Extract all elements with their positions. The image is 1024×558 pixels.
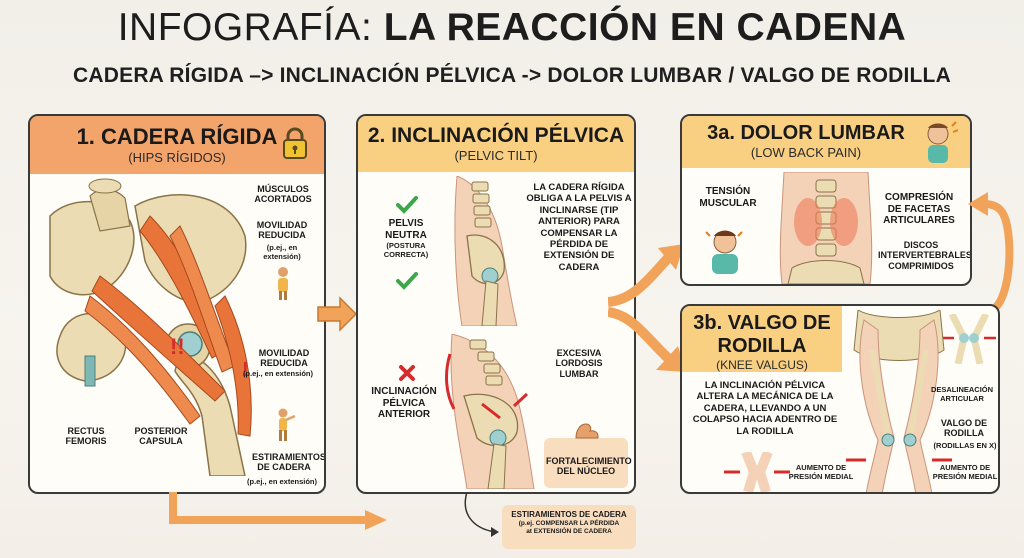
bottom-arrow-icon [169,492,387,530]
stretch-person-icon [278,408,296,441]
panel3b-title-line2: RODILLA [717,335,807,357]
title-main: LA REACCIÓN EN CADENA [383,6,907,49]
label-musculos-acortados: MÚSCULOS ACORTADOS [254,184,312,205]
pain-person-icon [927,121,958,163]
cross-icon [399,365,415,381]
label-aumento-presion-2: AUMENTO DE PRESIÓN MEDIAL [932,463,998,481]
label-pelvis-neutra: PELVIS NEUTRA [385,218,427,241]
label-posterior-capsula: POSTERIOR CAPSULA [134,426,188,447]
label-movilidad-reducida-1-sub: (p.ej., en extensión) [263,243,301,261]
panel-cadera-rigida: 1. CADERA RÍGIDA (HIPS RÍGIDOS) !! ! MÚS… [28,114,326,494]
label-tension-muscular: TENSIÓN MUSCULAR [699,186,757,209]
label-movilidad-reducida-2-sub: (p.ej., en extensión) [242,369,313,378]
svg-text:!: ! [242,359,249,381]
label-pelvis-neutra-sub: (POSTURA CORRECTA) [383,241,429,259]
label-fortalecimiento-nucleo: FORTALECIMIENTO DEL NÚCLEO [546,456,632,477]
label-excesiva-lordosis: EXCESIVA LORDOSIS LUMBAR [555,348,603,379]
check-icon [396,272,418,290]
label-movilidad-reducida-2: MOVILIDAD REDUCIDA [258,348,310,369]
label-desalineacion: DESALINEACIÓN ARTICULAR [930,385,994,403]
check-icon [396,196,418,214]
tilted-pelvis-illustration [445,334,535,489]
arrow-right-icon [317,296,358,332]
label-rectus-femoris: RECTUS FEMORIS [65,426,107,447]
panel-dolor-lumbar: 3a. DOLOR LUMBAR (LOW BACK PAIN) TENSIÓN… [680,114,972,286]
neutral-pelvis-illustration [454,176,518,326]
panel2-title: 2. INCLINACIÓN PÉLVICA [367,124,625,147]
knees-icon [942,314,996,364]
panel-valgo-rodilla: 3b. VALGO DE RODILLA (KNEE VALGUS) LA IN… [680,304,1000,494]
panel2-subtitle: (PELVIC TILT) [454,148,538,163]
legs-valgus-illustration [846,310,952,492]
connector-line-icon [464,492,499,537]
label-discos-comprimidos: DISCOS INTERVERTEBRALES COMPRIMIDOS [878,240,972,271]
page-title: INFOGRAFÍA: LA REACCIÓN EN CADENA [0,6,1024,50]
panel1-subtitle: (HIPS RÍGIDOS) [128,150,226,165]
panel3b-subtitle: (KNEE VALGUS) [716,358,808,372]
label-estiramientos-cadera-sub: (p.ej., en extensión) [246,477,317,486]
label-estiramientos-cadera: ESTIRAMIENTOS DE CADERA [252,452,326,473]
title-prefix: INFOGRAFÍA: [117,6,373,49]
panel3a-title: 3a. DOLOR LUMBAR [707,122,905,144]
label-aumento-presion-1: AUMENTO DE PRESIÓN MEDIAL [788,463,854,481]
panel2-description: LA CADERA RÍGIDA OBLIGA A LA PELVIS A IN… [526,182,632,273]
panel3b-title-line1: 3b. VALGO DE [693,312,831,334]
stressed-child-icon [705,230,743,274]
bottom-note: ESTIRAMIENTOS DE CADERA (p.ej. COMPENSAR… [502,505,636,549]
hip-anatomy-illustration: !! ! [49,178,252,476]
lower-back-illustration [779,172,873,284]
page-subtitle: CADERA RÍGIDA –> INCLINACIÓN PÉLVICA -> … [73,64,951,87]
label-valgo-rodilla: VALGO DE RODILLA [940,418,988,439]
panel3b-header: 3b. VALGO DE RODILLA (KNEE VALGUS) [682,306,842,372]
knee-closeup-icon [724,452,790,492]
panel2-header: 2. INCLINACIÓN PÉLVICA (PELVIC TILT) [358,116,634,172]
flexed-arm-icon [575,423,599,439]
label-movilidad-reducida-1: MOVILIDAD REDUCIDA [256,220,308,241]
label-inclinacion-anterior: INCLINACIÓN PÉLVICA ANTERIOR [371,386,437,420]
label-rodillas-en-x: (RODILLAS EN X) [933,441,997,450]
label-compresion-facetas: COMPRESIÓN DE FACETAS ARTICULARES [883,192,955,226]
panel-inclinacion-pelvica: 2. INCLINACIÓN PÉLVICA (PELVIC TILT) PEL… [356,114,636,494]
core-strength-box [544,438,628,488]
panel1-header: 1. CADERA RÍGIDA (HIPS RÍGIDOS) [30,116,324,174]
return-arrow-icon [968,192,1014,314]
svg-text:!!: !! [170,334,185,359]
lock-icon [283,127,307,159]
panel3b-description: LA INCLINACIÓN PÉLVICA ALTERA LA MECÁNIC… [692,380,838,437]
panel1-title: 1. CADERA RÍGIDA [76,124,278,149]
bottom-note-line3: at EXTENSIÓN DE CADERA [526,528,612,536]
panel3a-header: 3a. DOLOR LUMBAR (LOW BACK PAIN) [682,116,970,168]
split-arrow-icon [608,244,686,372]
person-pain-icon [278,267,288,300]
bottom-note-line2: (p.ej. COMPENSAR LA PÉRDIDA [518,520,620,527]
bottom-note-line1: ESTIRAMIENTOS DE CADERA [511,510,627,519]
panel3a-subtitle: (LOW BACK PAIN) [750,145,862,160]
